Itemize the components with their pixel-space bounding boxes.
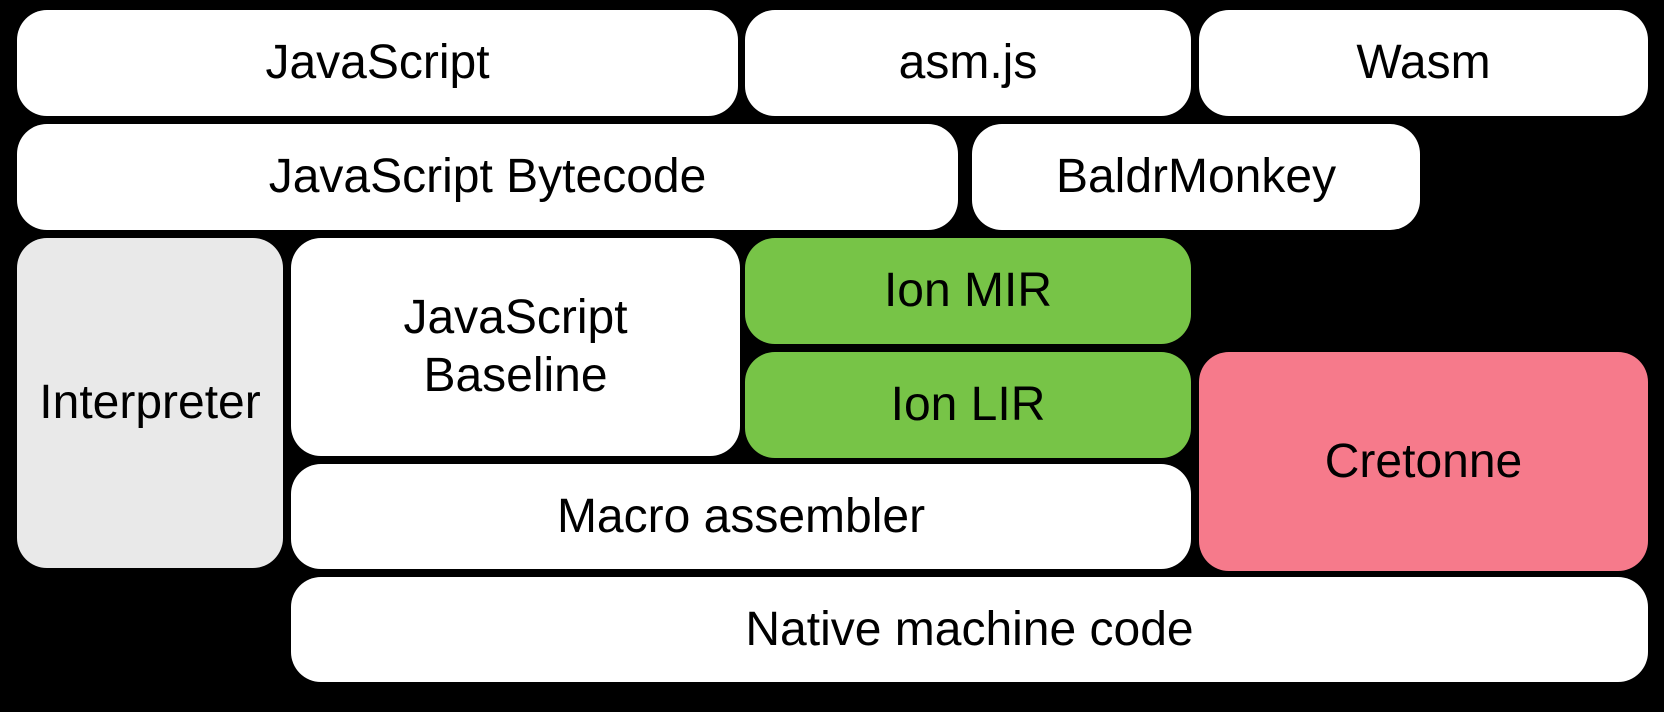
- box-macro-assembler-label: Macro assembler: [556, 489, 926, 543]
- box-native-machine-code: Native machine code: [291, 577, 1648, 682]
- box-wasm-label: Wasm: [1356, 36, 1491, 90]
- box-ion-lir-label: Ion LIR: [890, 378, 1046, 432]
- box-javascript: JavaScript: [17, 10, 738, 116]
- box-macro-assembler: Macro assembler: [291, 464, 1191, 569]
- box-asmjs-label: asm.js: [898, 36, 1038, 90]
- box-baldrmonkey-label: BaldrMonkey: [1055, 150, 1337, 204]
- box-ion-lir: Ion LIR: [745, 352, 1191, 458]
- box-wasm: Wasm: [1199, 10, 1648, 116]
- box-javascript-label: JavaScript: [265, 36, 490, 90]
- box-javascript-baseline-line2: Baseline: [423, 349, 608, 402]
- box-javascript-baseline-line1: JavaScript: [403, 291, 628, 345]
- box-baldrmonkey: BaldrMonkey: [972, 124, 1420, 230]
- box-cretonne-label: Cretonne: [1324, 434, 1523, 488]
- box-interpreter: Interpreter: [17, 238, 283, 568]
- box-javascript-bytecode: JavaScript Bytecode: [17, 124, 958, 230]
- box-javascript-baseline: JavaScript Baseline: [291, 238, 740, 456]
- box-javascript-bytecode-label: JavaScript Bytecode: [268, 150, 707, 204]
- box-asmjs: asm.js: [745, 10, 1191, 116]
- box-ion-mir: Ion MIR: [745, 238, 1191, 344]
- box-cretonne: Cretonne: [1199, 352, 1648, 571]
- box-native-machine-code-label: Native machine code: [745, 602, 1194, 656]
- box-ion-mir-label: Ion MIR: [883, 264, 1053, 318]
- box-interpreter-label: Interpreter: [39, 376, 261, 430]
